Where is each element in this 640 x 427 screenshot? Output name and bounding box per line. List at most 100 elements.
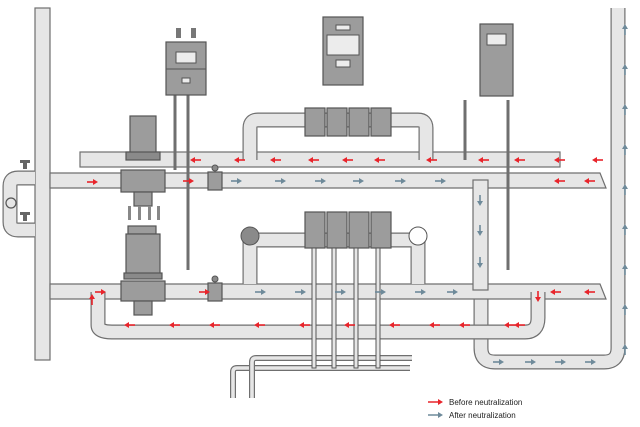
flow-arrow-icon <box>493 359 504 365</box>
flow-arrow-icon <box>555 359 566 365</box>
flow-arrow-icon <box>447 289 458 295</box>
flow-arrow-icon <box>554 157 565 163</box>
flow-arrow-icon <box>584 289 595 295</box>
sensor-module-icon <box>370 211 392 249</box>
flow-arrow-icon <box>622 64 628 75</box>
drain-line <box>331 247 337 369</box>
flow-meter-lower <box>207 275 223 302</box>
flow-arrow-icon <box>435 178 446 184</box>
flow-arrow-icon <box>622 264 628 275</box>
sensor-bank-lower <box>304 211 392 249</box>
drain-line <box>353 247 359 369</box>
flow-arrow-icon <box>199 289 210 295</box>
drain-line <box>311 247 317 369</box>
transmitter-left <box>165 28 207 96</box>
legend-item-after: After neutralization <box>428 411 516 420</box>
flow-arrow-icon <box>514 157 525 163</box>
flow-arrow-icon <box>299 322 310 328</box>
flow-arrow-icon <box>415 289 426 295</box>
flow-arrow-icon <box>477 195 483 206</box>
flow-arrow-icon <box>477 257 483 268</box>
flow-arrow-icon <box>622 24 628 35</box>
flow-arrow-icon <box>308 157 319 163</box>
bypass-gauge-icon <box>5 197 17 209</box>
right-return-loop <box>473 8 626 370</box>
flow-arrow-icon <box>124 322 135 328</box>
flow-arrow-icon <box>254 322 265 328</box>
flow-arrow-icon <box>342 157 353 163</box>
sensor-module-icon <box>326 211 348 249</box>
flow-arrow-icon <box>514 322 525 328</box>
sensor-module-icon <box>304 211 326 249</box>
bypass-valve-icon-top <box>20 160 30 169</box>
flow-arrow-icon <box>315 178 326 184</box>
instrument-wires <box>173 95 510 270</box>
flow-arrow-icon <box>585 359 596 365</box>
flow-arrow-icon <box>622 344 628 355</box>
flow-arrow-icon <box>459 322 470 328</box>
flow-arrow-icon <box>275 178 286 184</box>
sensor-module-icon <box>304 107 326 137</box>
flow-arrow-icon <box>429 322 440 328</box>
flow-arrow-icon <box>622 304 628 315</box>
flow-arrow-icon <box>87 179 98 185</box>
flow-arrows <box>87 24 628 365</box>
drain-lines <box>311 247 381 369</box>
sensor-module-icon <box>370 107 392 137</box>
valve-actuator-upper <box>129 115 157 157</box>
flow-arrow-icon <box>374 157 385 163</box>
sensor-bank-upper <box>304 107 392 137</box>
flow-arrow-icon <box>231 178 242 184</box>
flow-arrow-icon <box>353 178 364 184</box>
flow-arrow-icon <box>169 322 180 328</box>
sensor-module-icon <box>326 107 348 137</box>
flow-arrow-icon <box>478 157 489 163</box>
flow-arrow-icon <box>234 157 245 163</box>
flow-arrow-icon <box>389 322 400 328</box>
flow-arrow-icon <box>190 157 201 163</box>
sensor-module-icon <box>348 211 370 249</box>
flow-arrow-icon <box>504 322 515 328</box>
flow-arrow-icon <box>535 291 541 302</box>
lower-pump-icon <box>240 226 260 246</box>
analyzer-center <box>322 16 364 86</box>
bypass-valve-icon-bottom <box>20 212 30 221</box>
flow-arrow-icon <box>622 224 628 235</box>
flow-arrow-icon <box>89 294 95 305</box>
flow-arrow-icon <box>95 289 106 295</box>
flow-arrow-icon <box>426 157 437 163</box>
drain-line <box>375 247 381 369</box>
valve-upper <box>120 115 166 220</box>
flow-arrow-icon <box>344 322 355 328</box>
flow-arrow-icon <box>395 178 406 184</box>
flow-arrow-icon <box>183 178 194 184</box>
left-vertical-pipe <box>34 7 51 361</box>
lower-tank-icon <box>408 226 428 246</box>
flow-arrow-icon <box>622 104 628 115</box>
legend: Before neutralization After neutralizati… <box>428 398 522 420</box>
legend-after-label: After neutralization <box>449 411 516 420</box>
controller-right <box>479 23 514 97</box>
flow-arrow-icon <box>622 184 628 195</box>
flow-arrow-icon <box>622 144 628 155</box>
sensor-module-icon <box>348 107 370 137</box>
flow-arrow-icon <box>584 178 595 184</box>
flow-arrow-icon <box>375 289 386 295</box>
flow-arrow-icon <box>209 322 220 328</box>
left-bypass-loop <box>2 160 35 238</box>
valve-lower <box>120 225 166 316</box>
lower-return-pipe <box>90 292 546 340</box>
flow-arrow-icon <box>592 157 603 163</box>
flow-arrow-icon <box>270 157 281 163</box>
flow-arrow-icon <box>295 289 306 295</box>
flow-arrow-icon <box>554 178 565 184</box>
legend-before-label: Before neutralization <box>449 398 522 407</box>
flow-arrow-icon <box>255 289 266 295</box>
flow-arrow-icon <box>550 289 561 295</box>
legend-item-before: Before neutralization <box>428 398 522 407</box>
flow-arrow-icon <box>525 359 536 365</box>
flow-arrow-icon <box>335 289 346 295</box>
flow-arrow-icon <box>477 225 483 236</box>
